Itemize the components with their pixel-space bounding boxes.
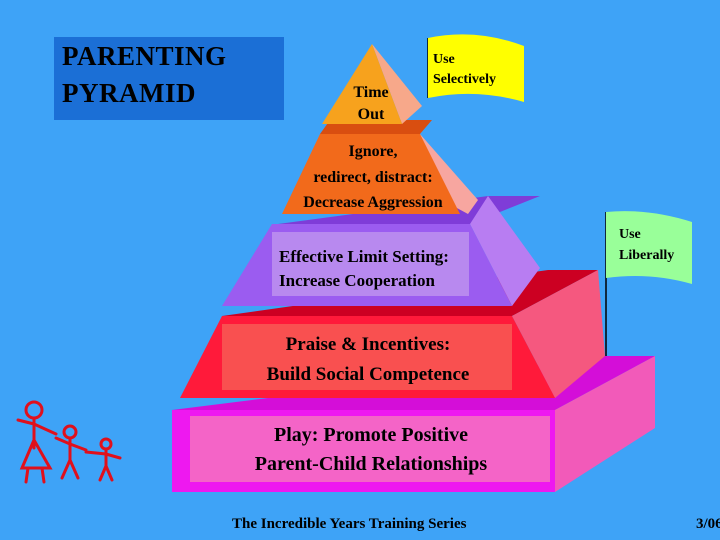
tier-4-side xyxy=(512,270,605,398)
flag-2-line-1: Use xyxy=(619,227,641,242)
tier-1-side xyxy=(372,44,422,124)
tier-5-side xyxy=(555,356,655,492)
tier-2-line-2: redirect, distract: xyxy=(313,169,432,186)
tier-4-line-1: Praise & Incentives: xyxy=(286,334,451,355)
flag-use-selectively: Use Selectively xyxy=(427,34,524,102)
tier-1-line-2: Out xyxy=(358,106,385,123)
flag-2-line-2: Liberally xyxy=(619,248,674,263)
flag-use-liberally: Use Liberally xyxy=(605,211,692,356)
tier-ignore: Ignore, redirect, distract: Decrease Agg… xyxy=(282,120,478,214)
flag-1-line-2: Selectively xyxy=(433,72,496,87)
tier-5-label-panel xyxy=(190,416,550,482)
flag-1-banner xyxy=(428,34,524,102)
tier-time-out: Time Out xyxy=(322,44,422,124)
title-line-1: PARENTING xyxy=(62,41,227,71)
tier-5-line-2: Parent-Child Relationships xyxy=(255,453,488,475)
footer-series-title: The Incredible Years Training Series xyxy=(232,516,467,532)
tier-3-line-2: Increase Cooperation xyxy=(279,271,436,290)
tier-2-front xyxy=(282,134,460,214)
tier-4-label-panel xyxy=(222,324,512,390)
flag-2-banner xyxy=(606,211,692,284)
tier-1-line-1: Time xyxy=(353,84,388,101)
family-stick-figures-icon xyxy=(16,400,122,484)
tier-5-line-1: Play: Promote Positive xyxy=(274,424,468,446)
title-box: PARENTING PYRAMID xyxy=(54,37,284,120)
tier-1-front xyxy=(322,44,402,124)
title-line-2: PYRAMID xyxy=(62,78,196,108)
tier-2-line-1: Ignore, xyxy=(348,143,397,160)
flag-1-line-1: Use xyxy=(433,52,455,67)
tier-4-line-2: Build Social Competence xyxy=(267,364,470,385)
tier-3-line-1: Effective Limit Setting: xyxy=(279,247,449,266)
tier-3-label-panel xyxy=(272,232,469,296)
tier-3-side xyxy=(470,196,540,306)
footer-date: 3/06 xyxy=(696,516,720,532)
tier-2-line-3: Decrease Aggression xyxy=(303,194,442,211)
